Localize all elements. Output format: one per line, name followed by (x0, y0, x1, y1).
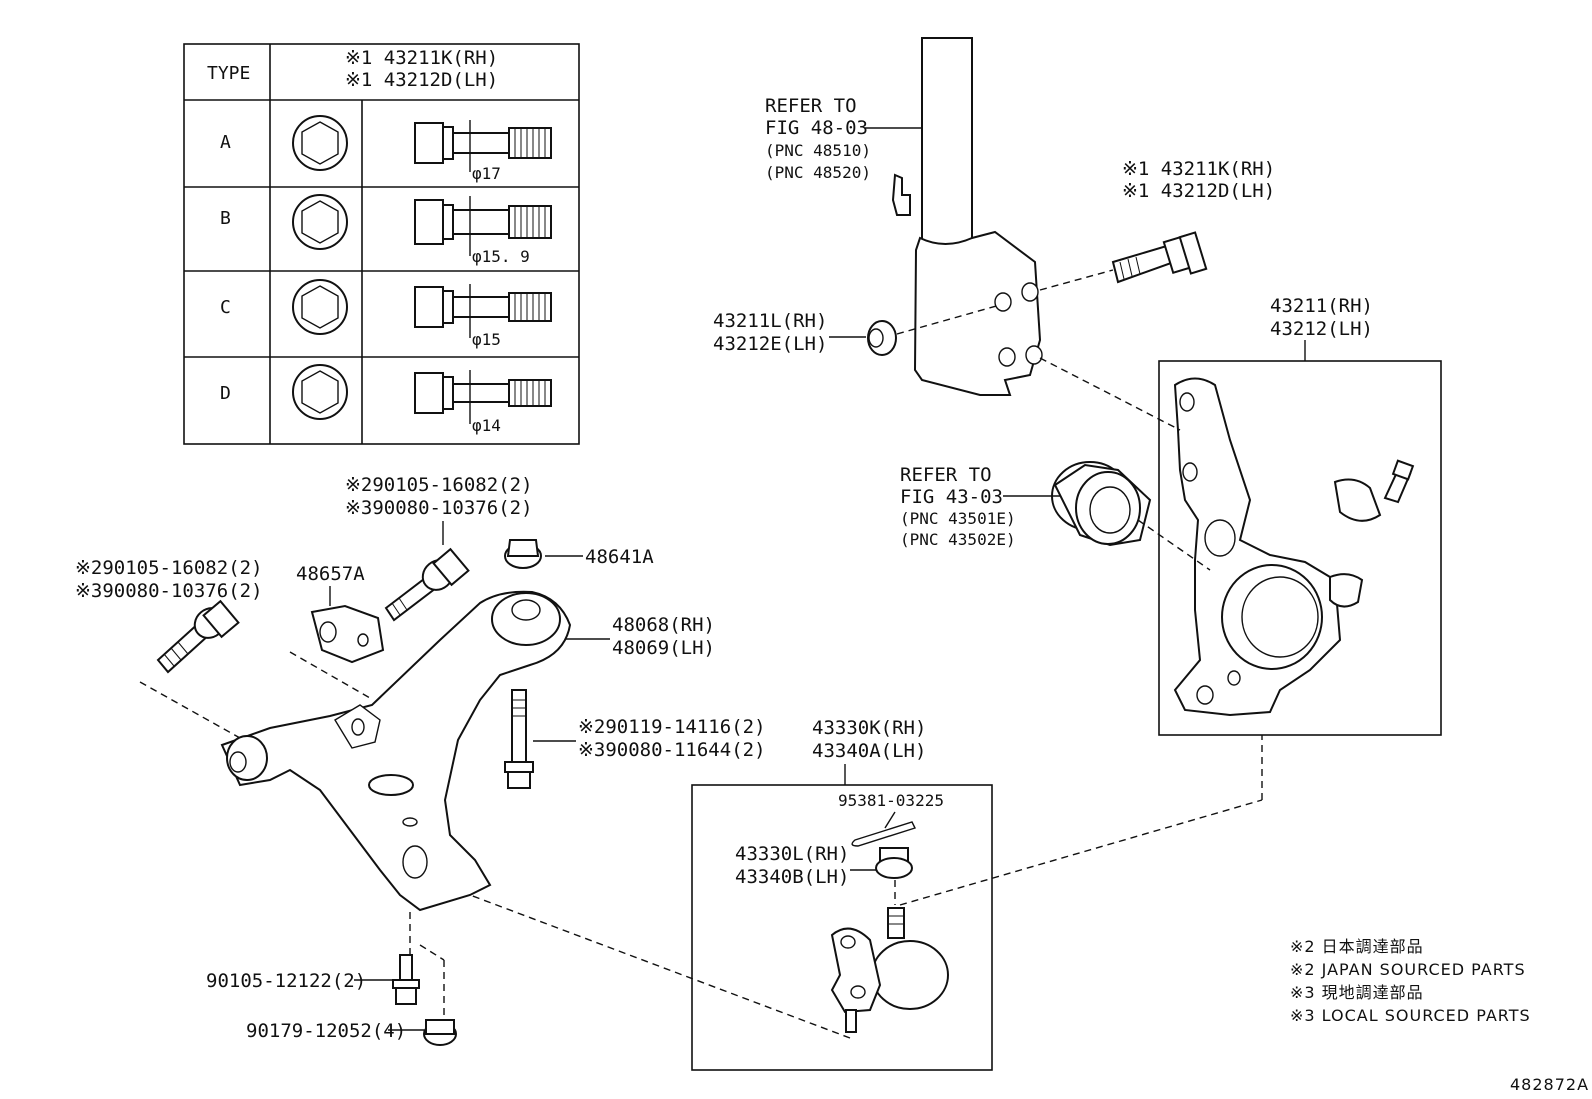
castle-nut-icon (875, 847, 913, 879)
bolt-mid-1-label: ※290119-14116(2) (578, 716, 766, 738)
strut-assembly (891, 37, 1043, 396)
bolt-k-rh-label: ※1 43211K(RH) (1122, 158, 1275, 180)
ball-joint-lh-label: 43340A(LH) (812, 740, 926, 762)
nut-e-lh-label: 43212E(LH) (713, 333, 827, 355)
ball-joint-box (691, 784, 993, 1071)
bottom-bolt-icon (392, 954, 420, 1005)
bolt-front-2-label: ※390080-10376(2) (345, 497, 533, 519)
strut-ref-line4: (PNC 48520) (765, 163, 871, 182)
table-type-label: B (220, 208, 231, 229)
strut-ref-line2: FIG 48-03 (765, 117, 868, 139)
bracket-icon (310, 604, 385, 664)
cotter-pin-icon (851, 821, 916, 847)
note-japan-jp: ※2 日本調達部品 (1290, 937, 1424, 956)
castle-nut-rh-label: 43330L(RH) (735, 843, 849, 865)
table-type-label: D (220, 383, 231, 404)
lock-nut-icon (504, 539, 542, 569)
lower-control-arm-icon (220, 590, 572, 912)
bolt-head-top-view-icon (292, 364, 348, 420)
bolt-left-1-label: ※290105-16082(2) (75, 557, 263, 579)
bolt-head-top-view-icon (292, 194, 348, 250)
note-japan-en: ※2 JAPAN SOURCED PARTS (1290, 960, 1526, 979)
table-row-b: B φ15. 9 (220, 194, 552, 266)
figure-number: 482872A (1510, 1075, 1589, 1094)
castle-nut-lh-label: 43340B(LH) (735, 866, 849, 888)
bolt-mid-2-label: ※390080-11644(2) (578, 739, 766, 761)
bolt-bottom-label: 90105-12122(2) (206, 970, 366, 992)
nut-l-rh-label: 43211L(RH) (713, 310, 827, 332)
knuckle-lh-label: 43212(LH) (1270, 318, 1373, 340)
flange-nut-icon (867, 320, 897, 356)
table-row-d: D φ14 (220, 364, 552, 435)
nut-48641-label: 48641A (585, 546, 654, 568)
bolt-side-view-icon (414, 370, 552, 424)
arm-bolt-left-icon (156, 599, 240, 674)
bolt-left-2-label: ※390080-10376(2) (75, 580, 263, 602)
arm-lh-label: 48069(LH) (612, 637, 715, 659)
steering-knuckle-icon (1173, 377, 1364, 717)
bolt-side-view-icon (414, 196, 552, 256)
bolt-d-lh-label: ※1 43212D(LH) (1122, 180, 1275, 202)
bearing-ref-line4: (PNC 43502E) (900, 530, 1016, 549)
table-row-a: A φ17 (220, 115, 552, 183)
bolt-head-top-view-icon (292, 279, 348, 335)
ball-joint-icon (830, 907, 949, 1033)
bolt-side-view-icon (414, 120, 552, 172)
strut-ref-line1: REFER TO (765, 95, 857, 117)
bearing-ref-line2: FIG 43-03 (900, 486, 1003, 508)
nut-bottom-label: 90179-12052(4) (246, 1020, 406, 1042)
bolt-type-table: TYPE ※1 43211K(RH) ※1 43212D(LH) A φ17 (183, 43, 580, 445)
camber-bolt-icon (1111, 231, 1208, 284)
table-header-part-lh: ※1 43212D(LH) (345, 69, 498, 91)
sensor-bolt-icon (1333, 459, 1415, 522)
strut-ref-line3: (PNC 48510) (765, 141, 871, 160)
bolt-side-view-icon (414, 284, 552, 338)
arm-bolt-vertical-icon (504, 689, 534, 789)
arm-rh-label: 48068(RH) (612, 614, 715, 636)
bolt-head-top-view-icon (292, 115, 348, 171)
table-type-label: C (220, 297, 231, 318)
table-dimension: φ15 (472, 330, 501, 349)
bracket-label: 48657A (296, 563, 365, 585)
table-dimension: φ17 (472, 164, 501, 183)
knuckle-box (1158, 360, 1442, 736)
table-row-c: C φ15 (220, 279, 552, 349)
note-local-jp: ※3 現地調達部品 (1290, 983, 1424, 1002)
table-header-type: TYPE (207, 63, 250, 84)
bearing-ref-line3: (PNC 43501E) (900, 509, 1016, 528)
arm-bolt-front-icon (384, 547, 470, 622)
table-dimension: φ15. 9 (472, 247, 530, 266)
ball-joint-rh-label: 43330K(RH) (812, 717, 926, 739)
bearing-ref-line1: REFER TO (900, 464, 992, 486)
table-type-label: A (220, 132, 231, 153)
bolt-front-1-label: ※290105-16082(2) (345, 474, 533, 496)
knuckle-rh-label: 43211(RH) (1270, 295, 1373, 317)
cotter-pin-label: 95381-03225 (838, 791, 944, 810)
bottom-nut-icon (423, 1019, 457, 1046)
note-local-en: ※3 LOCAL SOURCED PARTS (1290, 1006, 1531, 1025)
table-header-part-rh: ※1 43211K(RH) (345, 47, 498, 69)
table-dimension: φ14 (472, 416, 501, 435)
hub-bearing-icon (1051, 461, 1152, 547)
